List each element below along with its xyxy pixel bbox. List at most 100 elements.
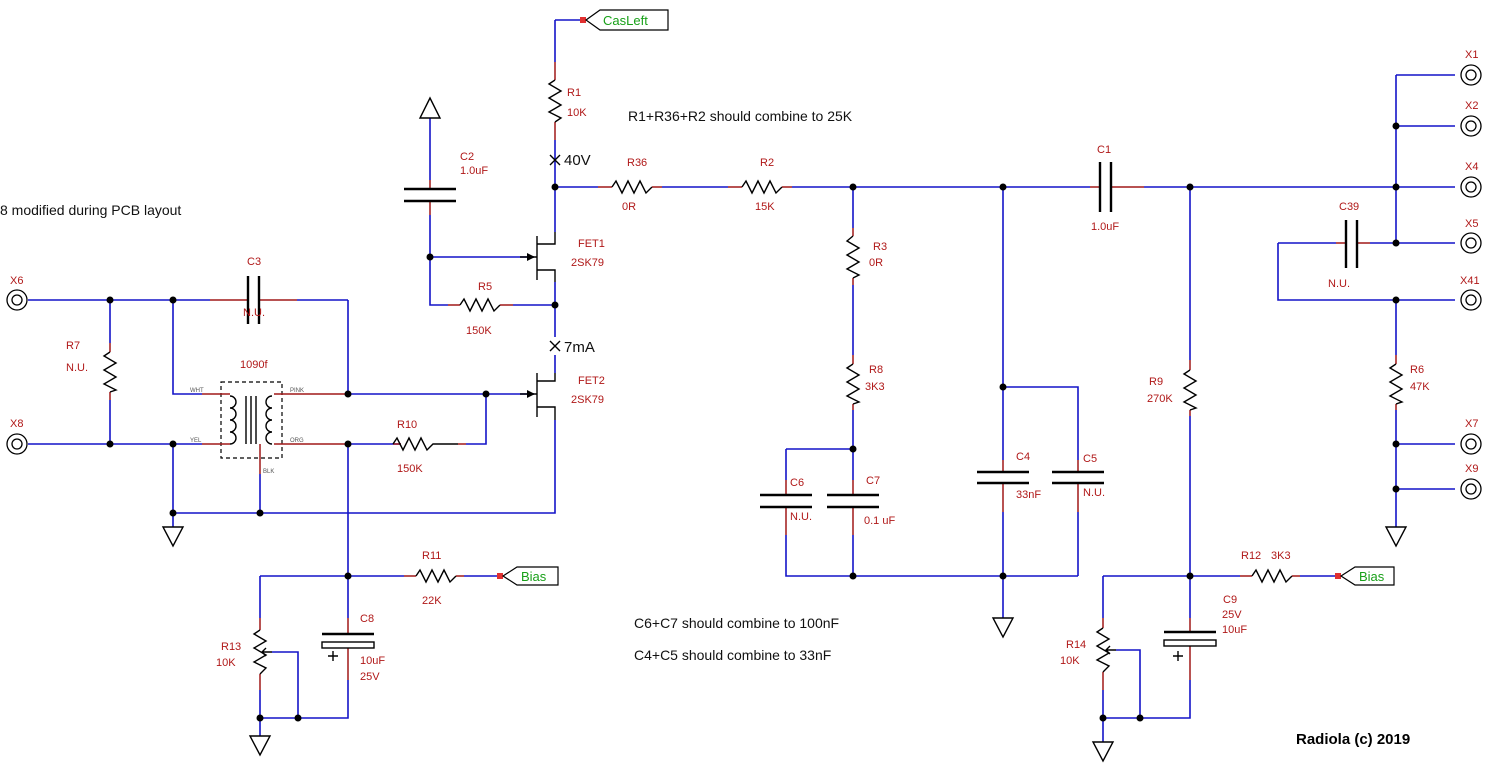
net-flag-bias-right[interactable]: Bias [1335, 566, 1395, 586]
transformer-org: ORG [290, 438, 304, 444]
r14-ref: R14 [1066, 639, 1086, 651]
r12-value: 3K3 [1271, 550, 1291, 562]
c5-value: N.U. [1083, 487, 1105, 499]
connector-x7-label: X7 [1465, 418, 1478, 430]
connector-x2-label: X2 [1465, 100, 1478, 112]
r2-value: 15K [755, 201, 775, 213]
capacitor-c4 [977, 460, 1029, 512]
c2-value: 1.0uF [460, 165, 488, 177]
supply-arrow-icon [418, 96, 442, 119]
resistor-r5 [448, 297, 513, 313]
r11-ref: R11 [422, 550, 441, 562]
net-flag-casleft[interactable]: CasLeft [580, 9, 669, 31]
r13-ref: R13 [221, 641, 241, 653]
transformer-1090f [202, 381, 348, 474]
resistor-r3 [845, 228, 861, 285]
fet2-symbol [520, 373, 556, 420]
connector-x41[interactable]: X41 [1460, 275, 1482, 311]
voltage-reading-40v: 40V [564, 152, 591, 169]
note-modified-pcb: 8 modified during PCB layout [0, 202, 181, 218]
net-flag-bias-left[interactable]: Bias [497, 566, 559, 586]
connector-x9[interactable]: X9 [1460, 463, 1482, 500]
capacitor-c7 [827, 480, 879, 535]
c6-ref: C6 [790, 477, 804, 489]
resistor-r11 [404, 568, 464, 584]
copyright-text: Radiola (c) 2019 [1296, 731, 1410, 748]
fet1-value: 2SK79 [571, 257, 604, 269]
r8-value: 3K3 [865, 381, 885, 393]
resistor-r1 [547, 62, 563, 140]
r36-value: 0R [622, 201, 636, 213]
connector-x1[interactable]: X1 [1460, 49, 1482, 86]
fet1-ref: FET1 [578, 238, 605, 250]
transformer-blk: BLK [263, 469, 274, 475]
potentiometer-r14 [1095, 618, 1116, 690]
test-point-7ma [549, 340, 561, 352]
component-labels: R1 10K R36 0R R2 15K R3 0R R8 3K3 R5 150… [66, 87, 1430, 683]
r6-value: 47K [1410, 381, 1430, 393]
r8-ref: R8 [869, 364, 883, 376]
r3-value: 0R [869, 257, 883, 269]
r10-ref: R10 [397, 419, 417, 431]
c9-voltage: 25V [1222, 609, 1242, 621]
connector-x4[interactable]: X4 [1460, 161, 1482, 198]
connector-x5[interactable]: X5 [1460, 218, 1482, 254]
capacitor-c39 [1336, 220, 1370, 268]
c7-value: 0.1 uF [864, 515, 895, 527]
net-flag-casleft-text: CasLeft [603, 13, 648, 28]
note-c4-c5: C4+C5 should combine to 33nF [634, 647, 831, 663]
c39-ref: C39 [1339, 201, 1359, 213]
c8-voltage: 25V [360, 671, 380, 683]
capacitor-c2 [404, 180, 456, 215]
c39-value: N.U. [1328, 278, 1350, 290]
electrolytic-capacitor-c9 [1163, 618, 1217, 680]
transformer-name: 1090f [240, 359, 268, 371]
c2-ref: C2 [460, 151, 474, 163]
c9-value: 10uF [1222, 624, 1247, 636]
capacitor-c6 [760, 480, 812, 535]
r13-value: 10K [216, 657, 236, 669]
connector-x1-label: X1 [1465, 49, 1478, 61]
r1-value: 10K [567, 107, 587, 119]
c7-ref: C7 [866, 475, 880, 487]
capacitor-c3 [210, 276, 297, 324]
connector-x8-label: X8 [10, 418, 23, 430]
transformer-yel: YEL [190, 438, 202, 444]
c8-value: 10uF [360, 655, 385, 667]
resistor-r9 [1182, 360, 1198, 416]
connector-x7[interactable]: X7 [1460, 418, 1482, 455]
connector-x5-label: X5 [1465, 218, 1478, 230]
c4-ref: C4 [1016, 451, 1030, 463]
current-reading-7ma: 7mA [564, 339, 595, 356]
junction-dots [106, 122, 1400, 722]
test-point-40v [549, 154, 561, 166]
note-c6-c7: C6+C7 should combine to 100nF [634, 615, 839, 631]
connector-x6[interactable]: X6 [6, 275, 28, 311]
r1-ref: R1 [567, 87, 581, 99]
capacitor-c1 [1090, 162, 1144, 212]
c9-ref: C9 [1223, 594, 1237, 606]
connector-x9-label: X9 [1465, 463, 1478, 475]
c3-ref: C3 [247, 256, 261, 268]
r5-value: 150K [466, 325, 492, 337]
connector-x8[interactable]: X8 [6, 418, 28, 455]
connector-x4-label: X4 [1465, 161, 1478, 173]
r5-ref: R5 [478, 281, 492, 293]
r12-ref: R12 [1241, 550, 1261, 562]
r7-value: N.U. [66, 362, 88, 374]
r11-value: 22K [422, 595, 442, 607]
resistor-r10 [392, 436, 466, 452]
c1-ref: C1 [1097, 144, 1111, 156]
resistor-r7 [102, 343, 118, 400]
c8-ref: C8 [360, 613, 374, 625]
r14-value: 10K [1060, 655, 1080, 667]
ground-symbols [161, 526, 1408, 763]
connector-x2[interactable]: X2 [1460, 100, 1482, 137]
potentiometer-r13 [252, 618, 272, 690]
resistor-r6 [1388, 355, 1404, 410]
r9-value: 270K [1147, 393, 1173, 405]
resistor-r12 [1240, 568, 1300, 584]
connector-x41-label: X41 [1460, 275, 1480, 287]
transformer-wht: WHT [190, 388, 204, 394]
